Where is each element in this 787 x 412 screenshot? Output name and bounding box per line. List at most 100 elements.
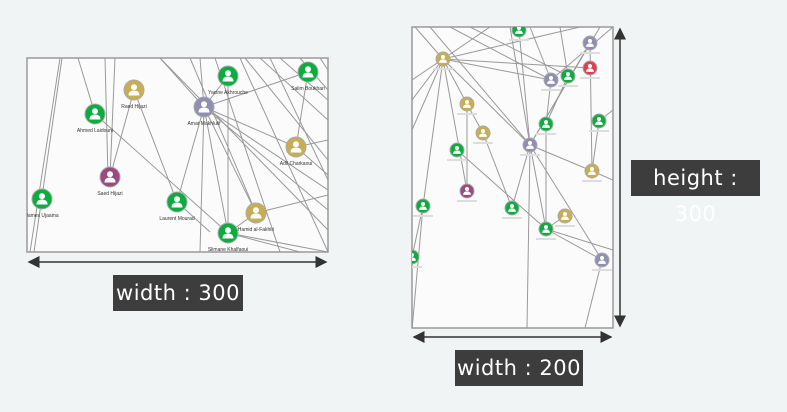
person-icon (419, 201, 427, 210)
person-icon (439, 54, 447, 63)
node-label-placeholder (558, 85, 578, 87)
person-node[interactable] (31, 188, 53, 210)
edge (529, 144, 547, 230)
node-label: Slimane Khalfaoui (208, 247, 248, 253)
edge (545, 228, 613, 251)
node-label-placeholder (580, 77, 600, 79)
person-node[interactable] (217, 222, 239, 244)
person-node[interactable] (459, 96, 475, 112)
person-icon (479, 128, 487, 137)
person-icon (542, 224, 550, 233)
edge (442, 58, 552, 81)
person-node[interactable] (538, 116, 554, 132)
person-node[interactable] (582, 35, 598, 51)
person-node[interactable] (543, 72, 559, 88)
person-icon (515, 27, 523, 34)
person-node[interactable] (582, 60, 598, 76)
edge (509, 27, 531, 146)
person-icon (526, 140, 534, 149)
person-node[interactable] (405, 249, 420, 265)
person-node[interactable] (99, 166, 121, 188)
node-label: Adil Charkaoui (280, 161, 313, 167)
node-label-placeholder (413, 215, 433, 217)
node-label-placeholder (433, 68, 453, 70)
person-node[interactable] (475, 125, 491, 141)
person-node[interactable] (557, 208, 573, 224)
edge (203, 106, 229, 234)
person-icon (542, 119, 550, 128)
person-node[interactable] (245, 202, 267, 224)
edge (449, 27, 552, 81)
node-label: Ahmed Laidouni (77, 128, 113, 134)
person-node[interactable] (217, 65, 239, 87)
edge (412, 58, 444, 101)
node-label-placeholder (592, 269, 612, 271)
node-label-placeholder (555, 225, 575, 227)
left-graph-panel (26, 57, 329, 253)
height-label: height : 300 (631, 160, 760, 226)
person-icon (171, 196, 183, 208)
node-label: Laurent Mourad (159, 216, 195, 222)
node-label-placeholder (520, 154, 540, 156)
person-node[interactable] (591, 113, 607, 129)
edge (133, 89, 178, 203)
person-icon (89, 108, 101, 120)
person-node[interactable] (285, 136, 307, 158)
person-node[interactable] (594, 252, 610, 268)
person-icon (463, 186, 471, 195)
edge (319, 58, 328, 71)
edge (518, 29, 531, 146)
person-node[interactable] (511, 23, 527, 38)
edge (203, 106, 297, 148)
edge (203, 106, 328, 191)
edge (529, 144, 603, 261)
node-label-placeholder (536, 238, 556, 240)
right-graph-panel (411, 26, 614, 329)
edge (109, 89, 135, 178)
person-node[interactable] (459, 183, 475, 199)
person-node[interactable] (415, 198, 431, 214)
node-label-placeholder (536, 133, 556, 135)
node-label: Salim Boukhari (291, 86, 325, 92)
edge (255, 194, 328, 214)
node-label: Raed Hijazi (121, 104, 147, 110)
person-node[interactable] (123, 79, 145, 101)
person-node[interactable] (435, 51, 451, 67)
width-label-left: width : 300 (113, 275, 243, 311)
node-label-placeholder (541, 89, 561, 91)
person-node[interactable] (522, 137, 538, 153)
person-icon (547, 75, 555, 84)
edge (203, 106, 257, 214)
node-label: James Ujaama (25, 213, 59, 219)
person-node[interactable] (84, 103, 106, 125)
width-label-right: width : 200 (455, 350, 583, 386)
person-icon (36, 193, 48, 205)
node-label: Hamid al-Fakhiri (238, 227, 274, 233)
person-icon (588, 166, 596, 175)
person-node[interactable] (166, 191, 188, 213)
person-node[interactable] (504, 200, 520, 216)
edge (239, 58, 328, 252)
person-icon (302, 66, 314, 78)
edge (176, 106, 205, 203)
node-label: Amar Makhlulif (187, 121, 221, 127)
person-node[interactable] (584, 163, 600, 179)
node-label-placeholder (582, 180, 602, 182)
person-icon (564, 71, 572, 80)
person-node[interactable] (193, 96, 215, 118)
edge (545, 228, 603, 261)
person-node[interactable] (560, 68, 576, 84)
person-icon (290, 141, 302, 153)
person-node[interactable] (538, 221, 554, 237)
node-label-placeholder (509, 39, 529, 41)
person-node[interactable] (297, 61, 319, 83)
person-icon (508, 203, 516, 212)
person-node[interactable] (449, 142, 465, 158)
edge (227, 232, 301, 252)
node-label-placeholder (589, 130, 609, 132)
person-icon (222, 70, 234, 82)
node-label-placeholder (457, 200, 477, 202)
edge (442, 58, 468, 105)
edge (442, 58, 468, 192)
edge (199, 106, 205, 252)
